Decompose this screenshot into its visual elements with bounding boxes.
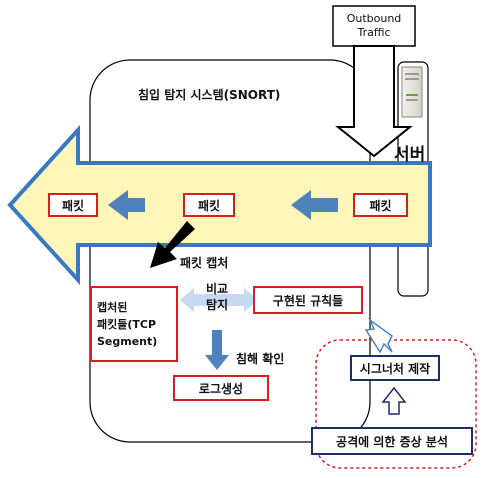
capture-arrow (150, 221, 195, 268)
outbound-arrow (335, 45, 413, 158)
attack-symptom-analysis-box: 공격에 의한 증상 분석 (311, 427, 473, 455)
implemented-rules-box: 구현된 규칙들 (253, 286, 363, 314)
compare-detect-label: 비교 탐지 (205, 282, 229, 312)
confirm-arrow (205, 330, 229, 370)
server-label: 서버 (394, 145, 426, 165)
packet-capture-label: 패킷 캡처 (180, 256, 229, 270)
captured-packets-box: 캡처된 패킷들(TCP Segment) (90, 286, 178, 362)
stream-arrow-left (108, 190, 145, 220)
outbound-traffic-label: Outbound Traffic (346, 12, 402, 39)
packet-box-right: 패킷 (353, 193, 408, 217)
outbound-traffic-box (332, 5, 416, 47)
compare-arrow (180, 288, 258, 312)
signature-creation-box: 시그너처 제작 (350, 355, 440, 381)
signature-process-area (315, 339, 477, 469)
analysis-to-signature-arrow (381, 386, 407, 415)
signature-to-rules-arrow (364, 317, 393, 354)
intrusion-confirm-label: 침해 확인 (236, 352, 285, 366)
stream-arrow-right (291, 190, 338, 220)
packet-box-left: 패킷 (48, 193, 98, 217)
log-generation-box: 로그생성 (173, 375, 269, 401)
ids-title: 침입 탐지 시스템(SNORT) (138, 88, 281, 102)
packet-box-mid: 패킷 (183, 193, 235, 217)
server-icon (401, 66, 423, 118)
ids-container (89, 59, 371, 443)
